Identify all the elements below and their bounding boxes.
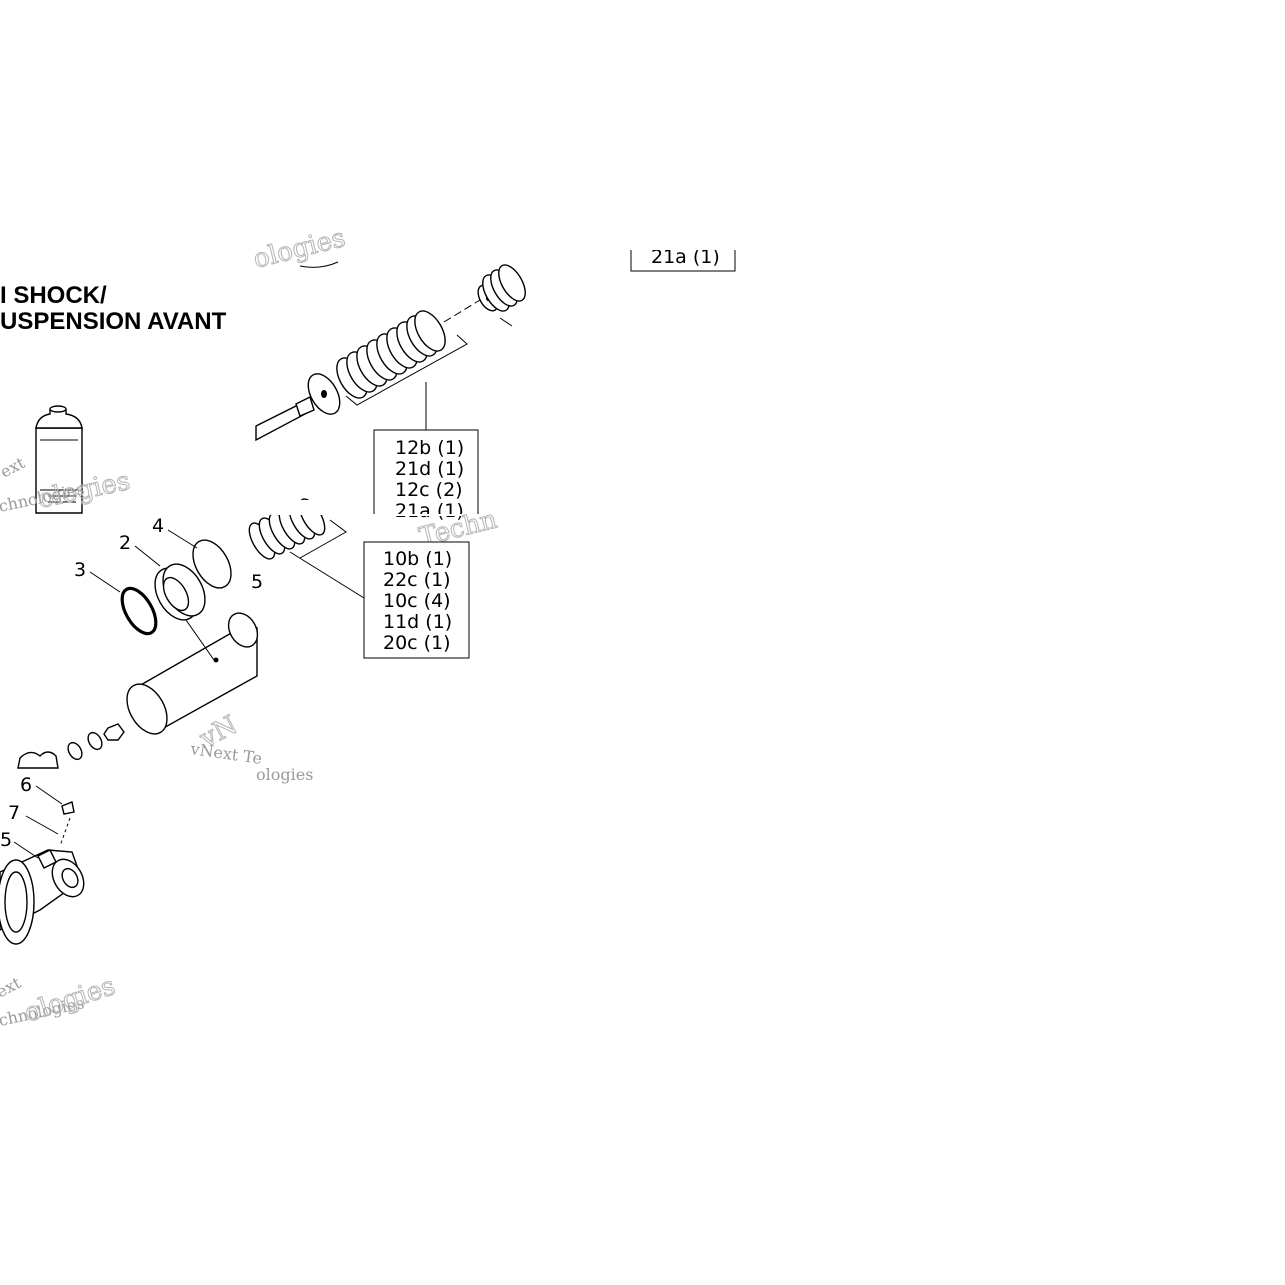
shim-stack-upper	[336, 310, 446, 399]
title-line-1: I SHOCK/	[0, 282, 107, 309]
box-b-line-4: 11d (1)	[383, 611, 452, 633]
spring-fragment-left	[17, 751, 59, 769]
box-a-line-1: 12b (1)	[395, 437, 464, 459]
callout-2: 2	[119, 532, 131, 554]
leader-7	[25, 815, 59, 835]
shock-body-cylinder	[126, 612, 259, 735]
part-box-b: 10b (1) 22c (1) 10c (4) 11d (1) 20c (1)	[363, 541, 470, 659]
box-b-line-1: 10b (1)	[383, 548, 452, 570]
callout-5-right: 5	[251, 571, 263, 593]
leader-3	[89, 571, 121, 593]
leader-5	[13, 841, 39, 859]
o-ring-3	[120, 586, 158, 636]
box-c-line-1: 21a (1)	[651, 246, 720, 268]
callout-3: 3	[74, 559, 86, 581]
watermark-7: ext	[0, 973, 24, 1002]
leader-4	[167, 529, 198, 549]
box-a-line-3: 12c (2)	[395, 479, 463, 501]
box-b-line-3: 10c (4)	[383, 590, 451, 612]
bracket-far	[499, 317, 513, 327]
callout-7: 7	[8, 802, 20, 824]
watermark-9: ologies	[21, 971, 119, 1028]
title-line-2: USPENSION AVANT	[0, 308, 227, 335]
callout-5-left: 5	[0, 829, 12, 851]
washer-large	[307, 373, 341, 415]
leader-6	[35, 785, 63, 805]
part-box-c: 21a (1)	[630, 246, 736, 272]
box-b-line-2: 22c (1)	[383, 569, 451, 591]
watermark-6: ologies	[256, 765, 313, 784]
part-box-a: 12b (1) 21d (1) 12c (2) 21a (1)	[373, 429, 479, 522]
box-a-line-4: 21a (1)	[395, 500, 464, 522]
bracket-lower	[299, 519, 347, 559]
washers-nut	[67, 723, 125, 761]
callout-4: 4	[152, 515, 164, 537]
watermark-10: ologies	[250, 223, 348, 275]
bracket-upper	[345, 334, 468, 406]
box-a-line-2: 21d (1)	[395, 458, 464, 480]
screw-6	[61, 801, 75, 815]
watermark-1: ext	[0, 453, 28, 482]
shock-eyelet-body	[0, 849, 85, 945]
disc-4	[192, 539, 232, 589]
bushing-2	[154, 563, 206, 621]
callout-6: 6	[20, 774, 32, 796]
oil-bottle	[35, 405, 83, 514]
leader-2-body	[185, 619, 215, 661]
box-b-line-5: 20c (1)	[383, 632, 451, 654]
leader-dashed	[59, 817, 71, 847]
axis-dashed-upper	[443, 299, 481, 323]
leader-2	[134, 545, 161, 567]
shim-stack-far	[477, 264, 526, 312]
leader-box-b	[289, 551, 365, 599]
watermark-swoosh	[299, 261, 339, 268]
